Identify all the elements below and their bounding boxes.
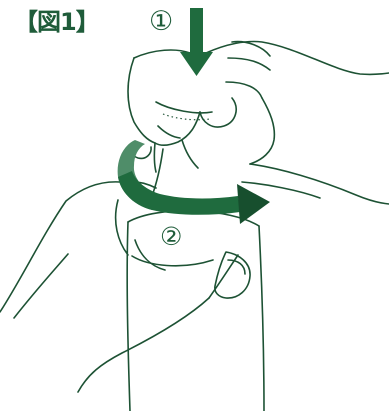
bottle [127, 211, 264, 411]
right-hand [120, 41, 389, 204]
step-1-label: ① [149, 8, 173, 35]
step-2-label: ② [160, 224, 182, 249]
down-arrow-icon [180, 8, 213, 76]
figure-title: 【図1】 [14, 10, 99, 34]
